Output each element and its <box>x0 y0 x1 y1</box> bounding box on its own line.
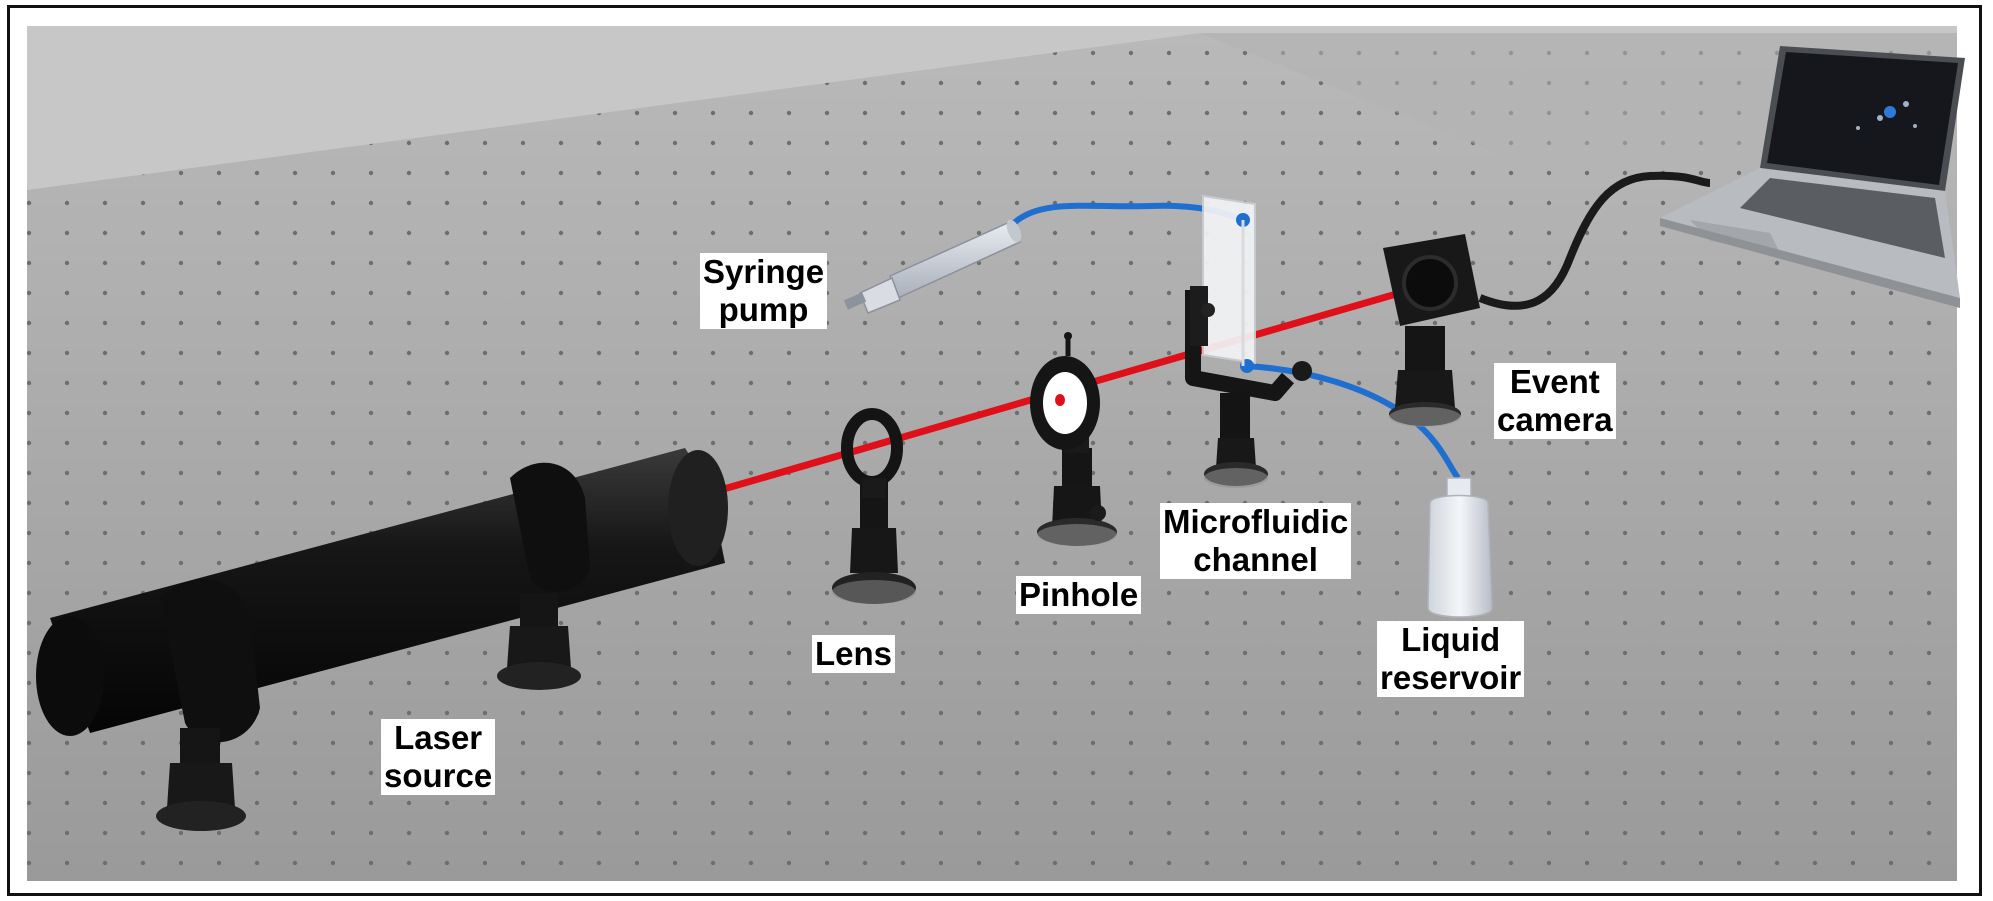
pinhole-mount <box>1030 332 1117 546</box>
chip-post <box>1204 393 1268 488</box>
label-pinhole: Pinhole <box>1016 576 1142 614</box>
laser-source <box>36 448 728 831</box>
microfluidic-chip <box>1185 194 1312 401</box>
syringe <box>843 219 1022 314</box>
event-camera <box>1383 234 1480 427</box>
optical-setup-scene <box>27 26 1965 881</box>
table-holes <box>27 33 1957 881</box>
label-lens: Lens <box>812 635 896 673</box>
lens-mount <box>832 408 916 604</box>
liquid-reservoir <box>1427 477 1493 618</box>
laptop <box>1660 46 1965 308</box>
camera-cable <box>1478 171 1711 310</box>
